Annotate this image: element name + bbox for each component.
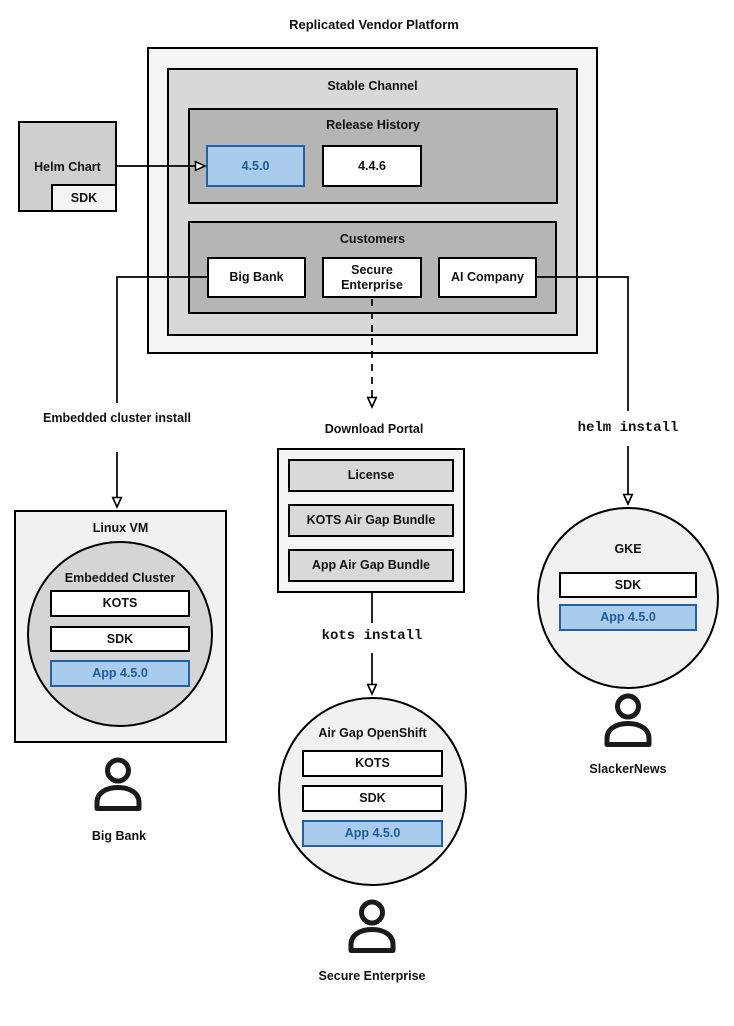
embedded-cluster-install-label: Embedded cluster install	[43, 411, 191, 425]
person-icon	[92, 757, 144, 822]
helm-install-command-label: helm install	[577, 420, 679, 436]
release-history-box: Release History 4.5.0 4.4.6	[188, 108, 558, 204]
download-portal-box: License KOTS Air Gap Bundle App Air Gap …	[277, 448, 465, 593]
license-box: License	[288, 459, 454, 492]
release-version-4-4-6: 4.4.6	[322, 145, 422, 187]
airgap-sdk-box: SDK	[302, 785, 443, 812]
embedded-app-box: App 4.5.0	[50, 660, 190, 687]
airgap-kots-box: KOTS	[302, 750, 443, 777]
embedded-cluster-label: Embedded Cluster	[64, 571, 176, 585]
embedded-cluster-circle: Embedded Cluster KOTS SDK App 4.5.0	[27, 541, 213, 727]
gke-circle: GKE SDK App 4.5.0	[537, 507, 719, 689]
diagram-title: Replicated Vendor Platform	[289, 17, 459, 32]
release-version-4-5-0: 4.5.0	[206, 145, 305, 187]
secure-enterprise-user-label: Secure Enterprise	[318, 969, 426, 983]
customer-big-bank: Big Bank	[207, 257, 306, 298]
linux-vm-box: Linux VM Embedded Cluster KOTS SDK App 4…	[14, 510, 227, 743]
customers-label: Customers	[339, 232, 406, 246]
stable-channel-box: Stable Channel Release History 4.5.0 4.4…	[167, 68, 578, 336]
slackernews-user-label: SlackerNews	[589, 762, 667, 776]
kots-air-gap-bundle-box: KOTS Air Gap Bundle	[288, 504, 454, 537]
air-gap-openshift-label: Air Gap OpenShift	[318, 726, 427, 740]
gke-label: GKE	[614, 542, 642, 556]
customer-secure-enterprise: Secure Enterprise	[322, 257, 422, 298]
linux-vm-label: Linux VM	[92, 521, 149, 535]
vendor-platform-box: Stable Channel Release History 4.5.0 4.4…	[147, 47, 598, 354]
customers-box: Customers Big Bank Secure Enterprise AI …	[188, 221, 557, 314]
gke-app-box: App 4.5.0	[559, 604, 697, 631]
download-portal-label: Download Portal	[324, 422, 424, 436]
release-history-label: Release History	[326, 118, 420, 132]
big-bank-user-label: Big Bank	[91, 829, 147, 843]
helm-chart-sdk-box: SDK	[51, 184, 117, 212]
air-gap-openshift-circle: Air Gap OpenShift KOTS SDK App 4.5.0	[278, 697, 467, 886]
person-icon	[602, 693, 654, 758]
embedded-kots-box: KOTS	[50, 590, 190, 617]
kots-install-command-label: kots install	[321, 628, 423, 644]
gke-sdk-box: SDK	[559, 572, 697, 598]
airgap-app-box: App 4.5.0	[302, 820, 443, 847]
stable-channel-label: Stable Channel	[327, 79, 418, 93]
helm-chart-box: Helm Chart SDK	[18, 121, 117, 212]
app-air-gap-bundle-box: App Air Gap Bundle	[288, 549, 454, 582]
customer-ai-company: AI Company	[438, 257, 537, 298]
embedded-sdk-box: SDK	[50, 626, 190, 652]
person-icon	[346, 899, 398, 964]
helm-chart-label: Helm Chart	[34, 159, 101, 174]
